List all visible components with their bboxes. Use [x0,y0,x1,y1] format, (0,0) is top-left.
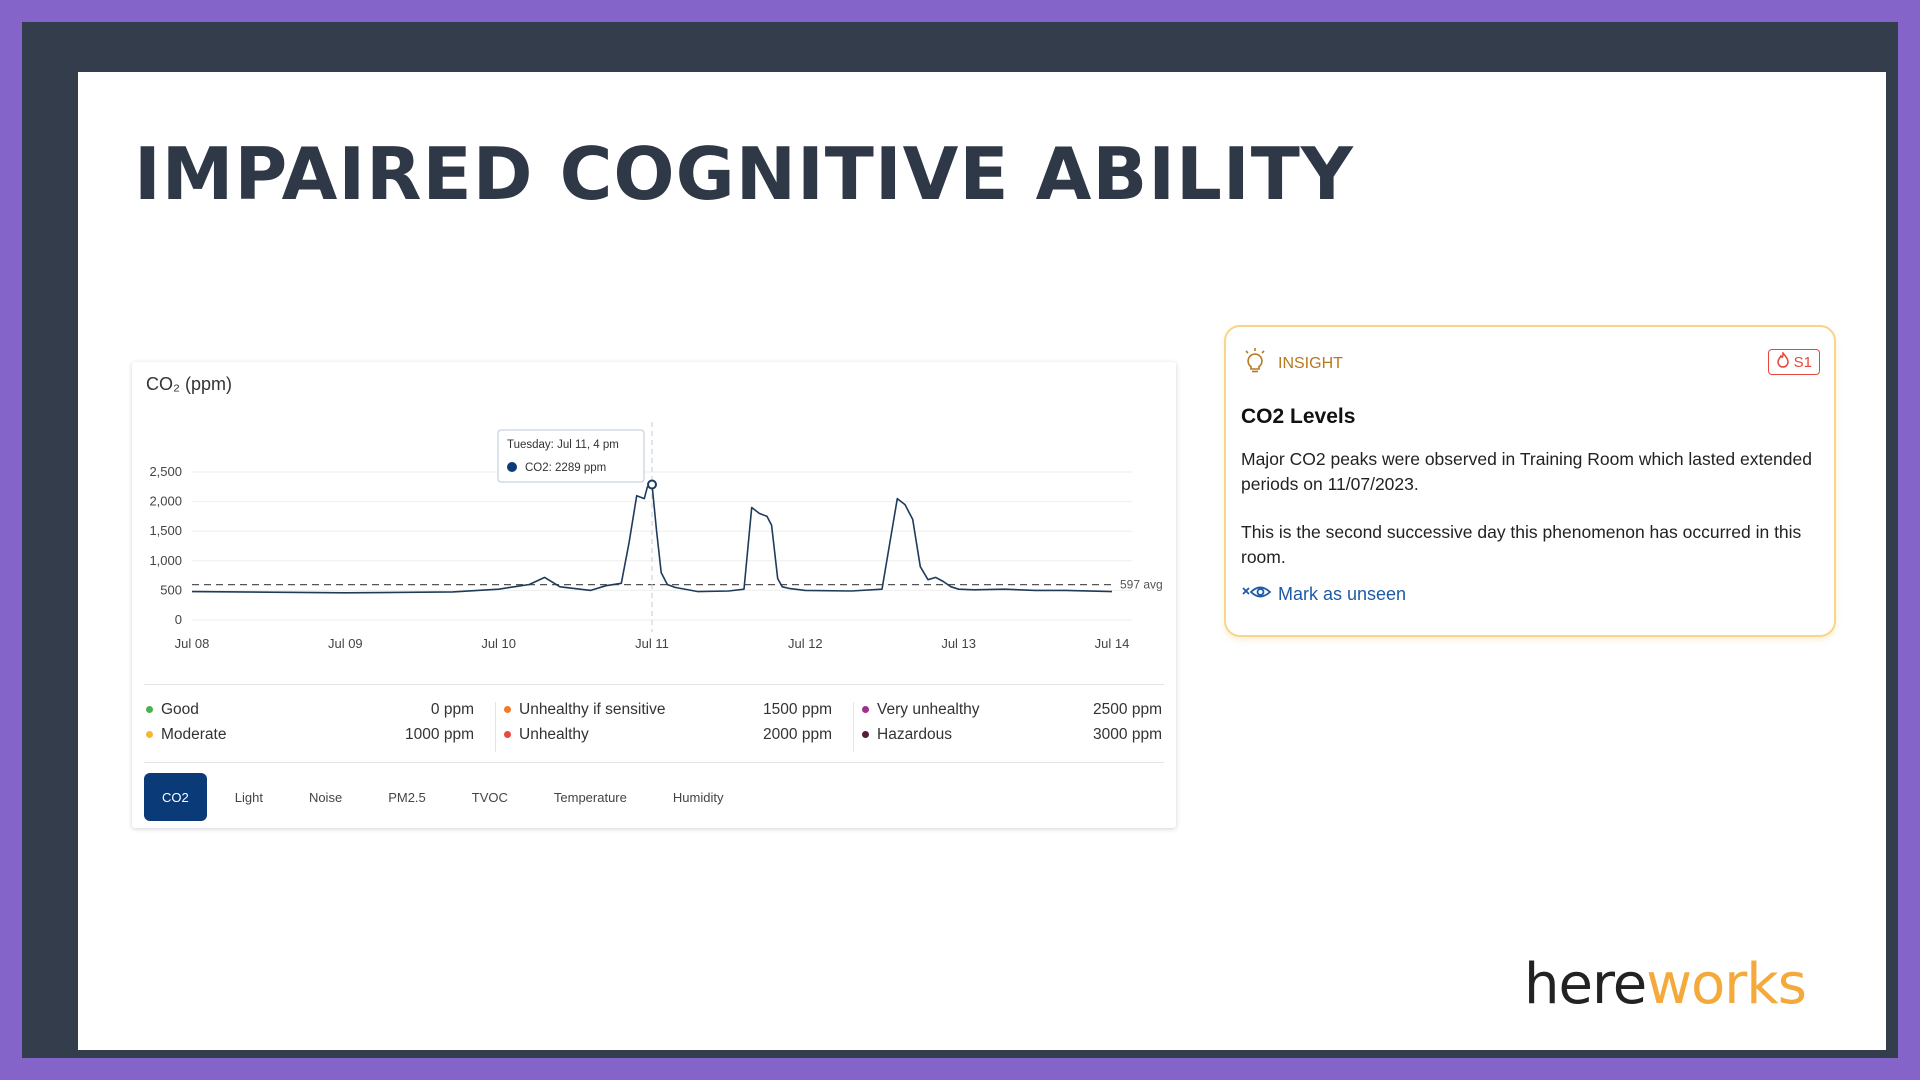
legend-value: 1500 ppm [763,700,832,718]
metric-tabs: CO2 Light Noise PM2.5 TVOC Temperature H… [144,773,751,821]
y-tick-label: 500 [160,582,182,597]
insight-header: INSIGHT [1242,347,1343,380]
legend-dot [862,706,869,713]
x-tick-label: Jul 14 [1095,636,1130,651]
legend-item-unhealthy: Unhealthy 2000 ppm [502,722,832,747]
x-tick-label: Jul 12 [788,636,823,651]
legend-column-2: Unhealthy if sensitive 1500 ppm Unhealth… [502,697,832,747]
tabs-divider [144,762,1164,763]
legend-value: 2000 ppm [763,725,832,743]
legend-label: Unhealthy [519,725,589,743]
legend-item-good: Good 0 ppm [144,697,474,722]
mark-as-unseen-link[interactable]: Mark as unseen [1242,583,1406,606]
tooltip-value: CO2: 2289 ppm [525,462,606,474]
tooltip-point [647,479,657,490]
y-tick-label: 0 [175,612,182,627]
tab-humidity[interactable]: Humidity [672,789,724,805]
tab-pm25[interactable]: PM2.5 [388,789,426,805]
legend-divider [144,684,1164,685]
logo-part-here: here [1524,952,1647,1017]
x-tick-label: Jul 08 [175,636,210,651]
tab-light[interactable]: Light [234,789,263,805]
legend-dot [146,731,153,738]
tooltip-series-dot [507,462,517,472]
tooltip-box [497,429,645,483]
legend-value: 0 ppm [430,700,474,718]
logo-part-works: works [1646,952,1807,1017]
y-tick-label: 2,000 [149,494,182,509]
slide-title: IMPAIRED COGNITIVE ABILITY [134,132,1354,216]
legend-dot [862,731,869,738]
insight-title: CO2 Levels [1241,405,1356,428]
chart-title: CO₂ (ppm) [146,374,232,394]
y-tick-label: 2,500 [149,464,182,479]
legend-label: Very unhealthy [877,700,980,718]
hereworks-logo: hereworks [1524,952,1807,1017]
tooltip-date: Tuesday: Jul 11, 4 pm [507,439,619,451]
insight-text-1: Major CO2 peaks were observed in Trainin… [1241,449,1812,494]
co2-series-line [191,483,1113,594]
average-label: 597 avg [1120,578,1163,592]
legend-label: Unhealthy if sensitive [519,700,666,718]
eye-off-icon [1242,583,1272,606]
flame-icon [1776,350,1790,372]
severity-label: S1 [1793,353,1812,371]
tab-noise[interactable]: Noise [308,789,343,805]
severity-badge: S1 [1767,349,1820,375]
x-tick-label: Jul 11 [635,636,669,651]
slide: IMPAIRED COGNITIVE ABILITY CO₂ (ppm) 0 50… [78,72,1886,1050]
insight-text-2: This is the second successive day this p… [1241,522,1802,567]
x-tick-label: Jul 09 [328,636,363,651]
legend-value: 3000 ppm [1093,725,1162,743]
legend-label: Good [161,700,199,718]
legend-value: 1000 ppm [405,725,474,743]
x-tick-label: Jul 13 [941,636,976,651]
legend-value: 2500 ppm [1093,700,1162,718]
legend-dot [504,731,511,738]
legend-column-3: Very unhealthy 2500 ppm Hazardous 3000 p… [860,697,1162,747]
mark-as-unseen-label: Mark as unseen [1278,584,1407,604]
legend-dot [146,706,153,713]
lightbulb-icon [1242,347,1268,380]
tab-co2[interactable]: CO2 [144,773,207,821]
tab-temperature[interactable]: Temperature [553,789,627,805]
legend-item-moderate: Moderate 1000 ppm [144,722,474,747]
y-tick-label: 1,000 [149,553,182,568]
legend-dot [504,706,511,713]
legend-item-hazardous: Hazardous 3000 ppm [860,722,1162,747]
x-tick-label: Jul 10 [481,636,516,651]
tab-tvoc[interactable]: TVOC [471,789,508,805]
slide-frame: IMPAIRED COGNITIVE ABILITY CO₂ (ppm) 0 50… [22,22,1898,1058]
legend-item-very-unhealthy: Very unhealthy 2500 ppm [860,697,1162,722]
legend-column-1: Good 0 ppm Moderate 1000 ppm [144,697,474,747]
insight-label: INSIGHT [1278,354,1343,372]
legend-separator [853,702,854,752]
legend-label: Hazardous [877,725,952,743]
y-tick-label: 1,500 [149,523,182,538]
insight-card: INSIGHT S1 CO2 Levels Major CO2 peaks we… [1224,325,1836,637]
legend-item-unhealthy-sensitive: Unhealthy if sensitive 1500 ppm [502,697,832,722]
legend-separator [495,702,496,752]
legend-label: Moderate [161,725,227,743]
